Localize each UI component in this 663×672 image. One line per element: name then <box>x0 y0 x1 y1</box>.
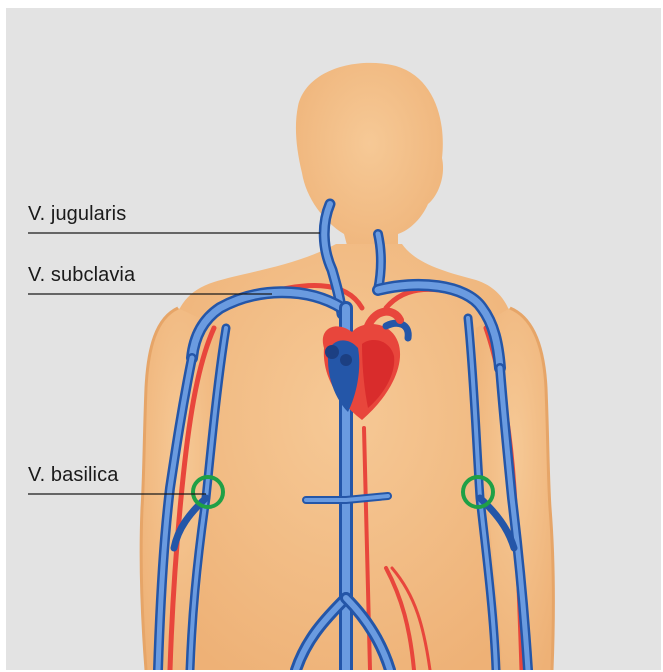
diagram-canvas: V. jugularis V. subclavia V. basilica <box>6 8 661 670</box>
head <box>296 63 443 264</box>
label-v-basilica: V. basilica <box>28 464 118 486</box>
label-v-subclavia: V. subclavia <box>28 264 135 286</box>
label-v-jugularis: V. jugularis <box>28 203 126 225</box>
venous-system-illustration <box>6 8 661 670</box>
